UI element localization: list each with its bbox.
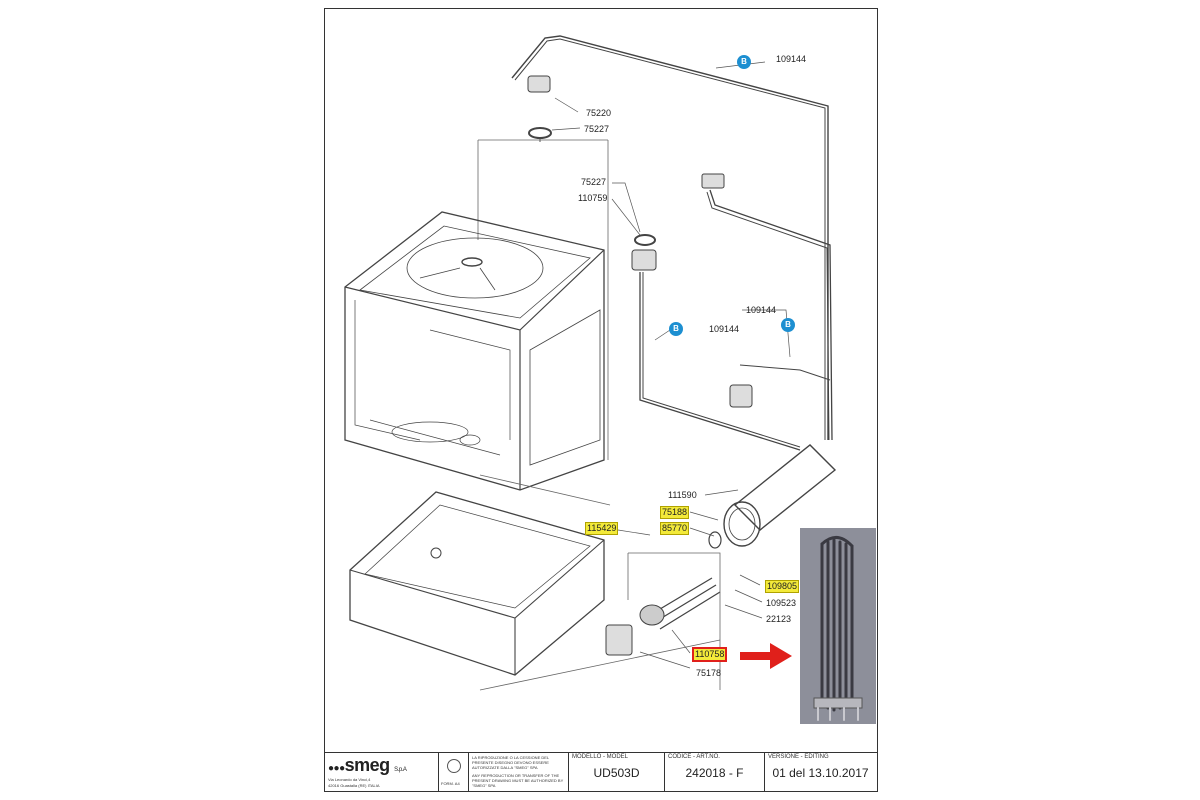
drain-valve: [729, 364, 831, 408]
drain-pump: [479, 624, 721, 691]
address-line-1: Via Leonardo da Vinci,4: [328, 777, 371, 782]
form-cell: FORM. A4: [438, 753, 468, 791]
red-callout-arrow: [740, 643, 792, 669]
part-label-75227-mid: 75227: [581, 177, 607, 187]
part-label-85770: 85770: [660, 522, 690, 535]
version-value: 01 del 13.10.2017: [772, 766, 869, 780]
part-label-109144-top: 109144: [776, 54, 807, 64]
version-cell: VERSIONE - EDITING 01 del 13.10.2017: [764, 753, 876, 791]
part-label-110758: 110758: [692, 647, 728, 662]
part-label-22123: 22123: [766, 614, 792, 624]
badge-b-top: B: [737, 55, 751, 69]
top-connector: [527, 75, 552, 142]
part-label-109144-mid: 109144: [709, 324, 740, 334]
part-label-75227-top: 75227: [584, 124, 610, 134]
top-hose: [511, 35, 829, 440]
badge-b-right: B: [781, 318, 795, 332]
title-block: ●●●smeg S.p.A Via Leonardo da Vinci,4 42…: [324, 752, 878, 792]
part-label-115429: 115429: [585, 522, 619, 535]
part-label-109805: 109805: [765, 580, 800, 593]
legal-notice-en: ANY REPRODUCTION OR TRANSFER OF THE PRES…: [472, 773, 564, 788]
part-label-75220: 75220: [586, 108, 612, 118]
code-value: 242018 - F: [685, 766, 744, 780]
base-frame: [349, 474, 611, 676]
model-value: UD503D: [593, 766, 640, 780]
part-label-75188: 75188: [660, 506, 690, 519]
heating-element: [627, 552, 721, 690]
boiler-cylinder: [708, 444, 837, 549]
version-header: VERSIONE - EDITING: [768, 754, 829, 760]
brand-logo: ●●●smeg S.p.A: [328, 755, 407, 775]
part-label-111590: 111590: [668, 490, 697, 500]
side-hose: [701, 173, 833, 441]
badge-b-mid: B: [669, 322, 683, 336]
model-cell: MODELLO - MODEL UD503D: [568, 753, 664, 791]
inlet-hose: [631, 234, 801, 451]
form-size: FORM. A4: [441, 781, 460, 786]
heating-element-photo: [800, 528, 876, 724]
projection-symbol-icon: [447, 759, 461, 773]
part-label-109523: 109523: [766, 598, 797, 608]
part-label-110759: 110759: [578, 193, 608, 203]
address-line-2: 42016 Guastalla (RE) ITALIA: [328, 783, 380, 788]
part-label-109144-right: 109144: [746, 305, 777, 315]
tank-cabinet: [344, 211, 605, 491]
legal-cell: LA RIPRODUZIONE O LA CESSIONE DEL PRESEN…: [468, 753, 568, 791]
code-cell: CODICE - ART.NO. 242018 - F: [664, 753, 764, 791]
legal-notice-it: LA RIPRODUZIONE O LA CESSIONE DEL PRESEN…: [472, 755, 549, 770]
code-header: CODICE - ART.NO.: [668, 754, 720, 760]
model-header: MODELLO - MODEL: [572, 754, 629, 760]
brand-cell: ●●●smeg S.p.A Via Leonardo da Vinci,4 42…: [324, 753, 438, 791]
drawing-frame: [324, 8, 878, 792]
brand-dots-icon: ●●●: [328, 763, 345, 774]
leader-lines: [551, 61, 791, 669]
part-label-75178: 75178: [696, 668, 722, 678]
